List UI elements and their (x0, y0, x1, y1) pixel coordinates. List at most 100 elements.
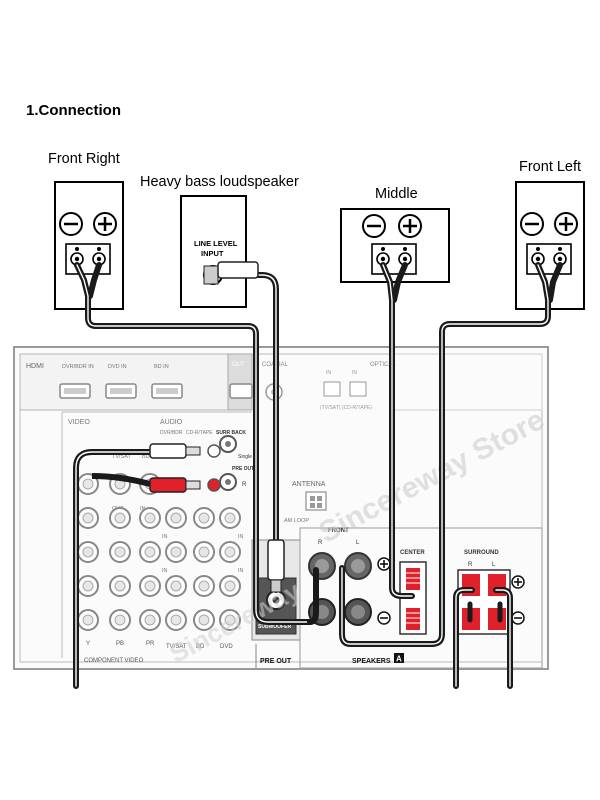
pre-out-bottom-label: PRE OUT (260, 658, 292, 665)
center-positive-clip[interactable] (406, 568, 420, 590)
rca-jack-center (170, 614, 182, 626)
speakers-badge (394, 653, 404, 663)
surr-back-label: SURR BACK (216, 430, 246, 436)
video-section: VIDEO TV/SAT BD OUT IN IN IN IN IN (61, 411, 252, 658)
svg-text:IN: IN (326, 370, 331, 376)
pre-out-label: PRE OUT (232, 466, 254, 472)
hdmi-port[interactable] (151, 383, 183, 399)
svg-text:IN: IN (352, 370, 357, 376)
rca-jack-center (224, 546, 236, 558)
audio-in-jack[interactable] (207, 444, 221, 458)
speaker-cables (73, 262, 563, 689)
rca-jack-center (82, 478, 94, 490)
subwoofer-speaker: LINE LEVEL INPUT (180, 195, 247, 308)
rca-jack-center (198, 614, 210, 626)
svg-text:R: R (318, 540, 323, 546)
rca-jack-center (170, 512, 182, 524)
svg-text:Single: Single (238, 454, 252, 460)
svg-text:L: L (492, 562, 496, 568)
svg-text:R: R (468, 562, 473, 568)
antenna-label: ANTENNA (292, 481, 326, 488)
speakers-label: SPEAKERS (352, 658, 391, 665)
rca-jack-center (170, 580, 182, 592)
rca-jack-center (144, 614, 156, 626)
rca-jack-center (82, 614, 94, 626)
rca-jack-center (114, 580, 126, 592)
middle-label: Middle (375, 186, 418, 202)
svg-text:R: R (242, 482, 247, 488)
front-label: FRONT (328, 528, 349, 534)
rca-jack-center (198, 512, 210, 524)
subwoofer-label: Heavy bass loudspeaker (140, 174, 299, 190)
antenna-terminal[interactable] (305, 491, 327, 511)
svg-text:L: L (356, 540, 360, 546)
rca-jack-center (114, 546, 126, 558)
front-right-label: Front Right (48, 151, 120, 167)
hdmi-input-2: DVD IN (108, 364, 127, 370)
surround-speaker-terminals: SURROUND R L (457, 550, 525, 635)
composite-jack-grid (77, 473, 241, 631)
component-video-label: COMPONENT VIDEO (84, 658, 144, 664)
audio-label: AUDIO (160, 419, 183, 426)
svg-text:IN: IN (238, 534, 244, 540)
front-left-label: Front Left (519, 159, 582, 175)
svg-text:(CD-R/TAPE): (CD-R/TAPE) (342, 405, 372, 411)
svg-text:IN: IN (162, 568, 168, 574)
svg-text:IN: IN (140, 506, 146, 512)
input-label: INPUT (201, 249, 224, 258)
rca-red-plug[interactable] (149, 477, 187, 493)
svg-text:A: A (396, 655, 402, 664)
center-negative-clip[interactable] (406, 608, 420, 630)
rca-jack-center (144, 512, 156, 524)
hdmi-out-port[interactable] (229, 383, 253, 399)
svg-text:BD: BD (142, 454, 150, 460)
hdmi-section: HDMI DVR/BDR IN DVD IN BD IN OUT (19, 353, 253, 411)
rca-jack-center (224, 580, 236, 592)
rca-white-plug[interactable] (149, 443, 187, 459)
svg-text:TV/SAT: TV/SAT (112, 454, 131, 460)
optical-port[interactable] (349, 381, 367, 397)
hdmi-input-1: DVR/BDR IN (62, 364, 94, 370)
optical-port[interactable] (323, 381, 341, 397)
line-level-label: LINE LEVEL (194, 239, 238, 248)
svg-text:CD-R/TAPE: CD-R/TAPE (186, 430, 213, 436)
center-label: CENTER (400, 550, 425, 556)
svg-text:AM LOOP: AM LOOP (284, 518, 309, 524)
svg-text:BD: BD (196, 644, 205, 650)
svg-text:TV/SAT: TV/SAT (166, 644, 187, 650)
subwoofer-label: SUBWOOFER (258, 624, 291, 630)
hdmi-port[interactable] (59, 383, 91, 399)
rca-jack-center (198, 580, 210, 592)
surround-l-negative-clip[interactable] (488, 608, 506, 630)
hdmi-port[interactable] (105, 383, 137, 399)
page-title: 1.Connection (26, 102, 122, 119)
surround-label: SURROUND (464, 550, 499, 556)
hdmi-input-3: BD IN (154, 364, 169, 370)
rca-jack-center (144, 580, 156, 592)
rca-jack-center (170, 546, 182, 558)
audio-in-jack[interactable] (207, 478, 221, 492)
svg-text:IN: IN (162, 534, 168, 540)
rca-jack-center (82, 580, 94, 592)
rca-jack-center (114, 512, 126, 524)
svg-text:PB: PB (116, 641, 124, 647)
optical-label: OPTICAL (370, 362, 396, 368)
svg-text:IN: IN (238, 568, 244, 574)
hdmi-label: HDMI (26, 363, 44, 370)
subwoofer-plug (203, 261, 285, 593)
front-left-speaker (515, 181, 585, 310)
antenna-section: ANTENNA AM LOOP (284, 481, 327, 524)
middle-speaker (340, 208, 450, 283)
rca-cable (91, 443, 221, 493)
hdmi-out-label: OUT (232, 362, 245, 368)
rca-jack-center (224, 512, 236, 524)
rca-jack-center (82, 546, 94, 558)
svg-text:DVD: DVD (220, 644, 233, 650)
rca-jack-center (114, 614, 126, 626)
svg-text:PR: PR (146, 641, 155, 647)
svg-text:DVR/BDR: DVR/BDR (160, 430, 183, 436)
svg-text:(TV/SAT): (TV/SAT) (320, 405, 341, 411)
center-speaker-terminal: CENTER (399, 550, 427, 635)
rca-jack-center (82, 512, 94, 524)
